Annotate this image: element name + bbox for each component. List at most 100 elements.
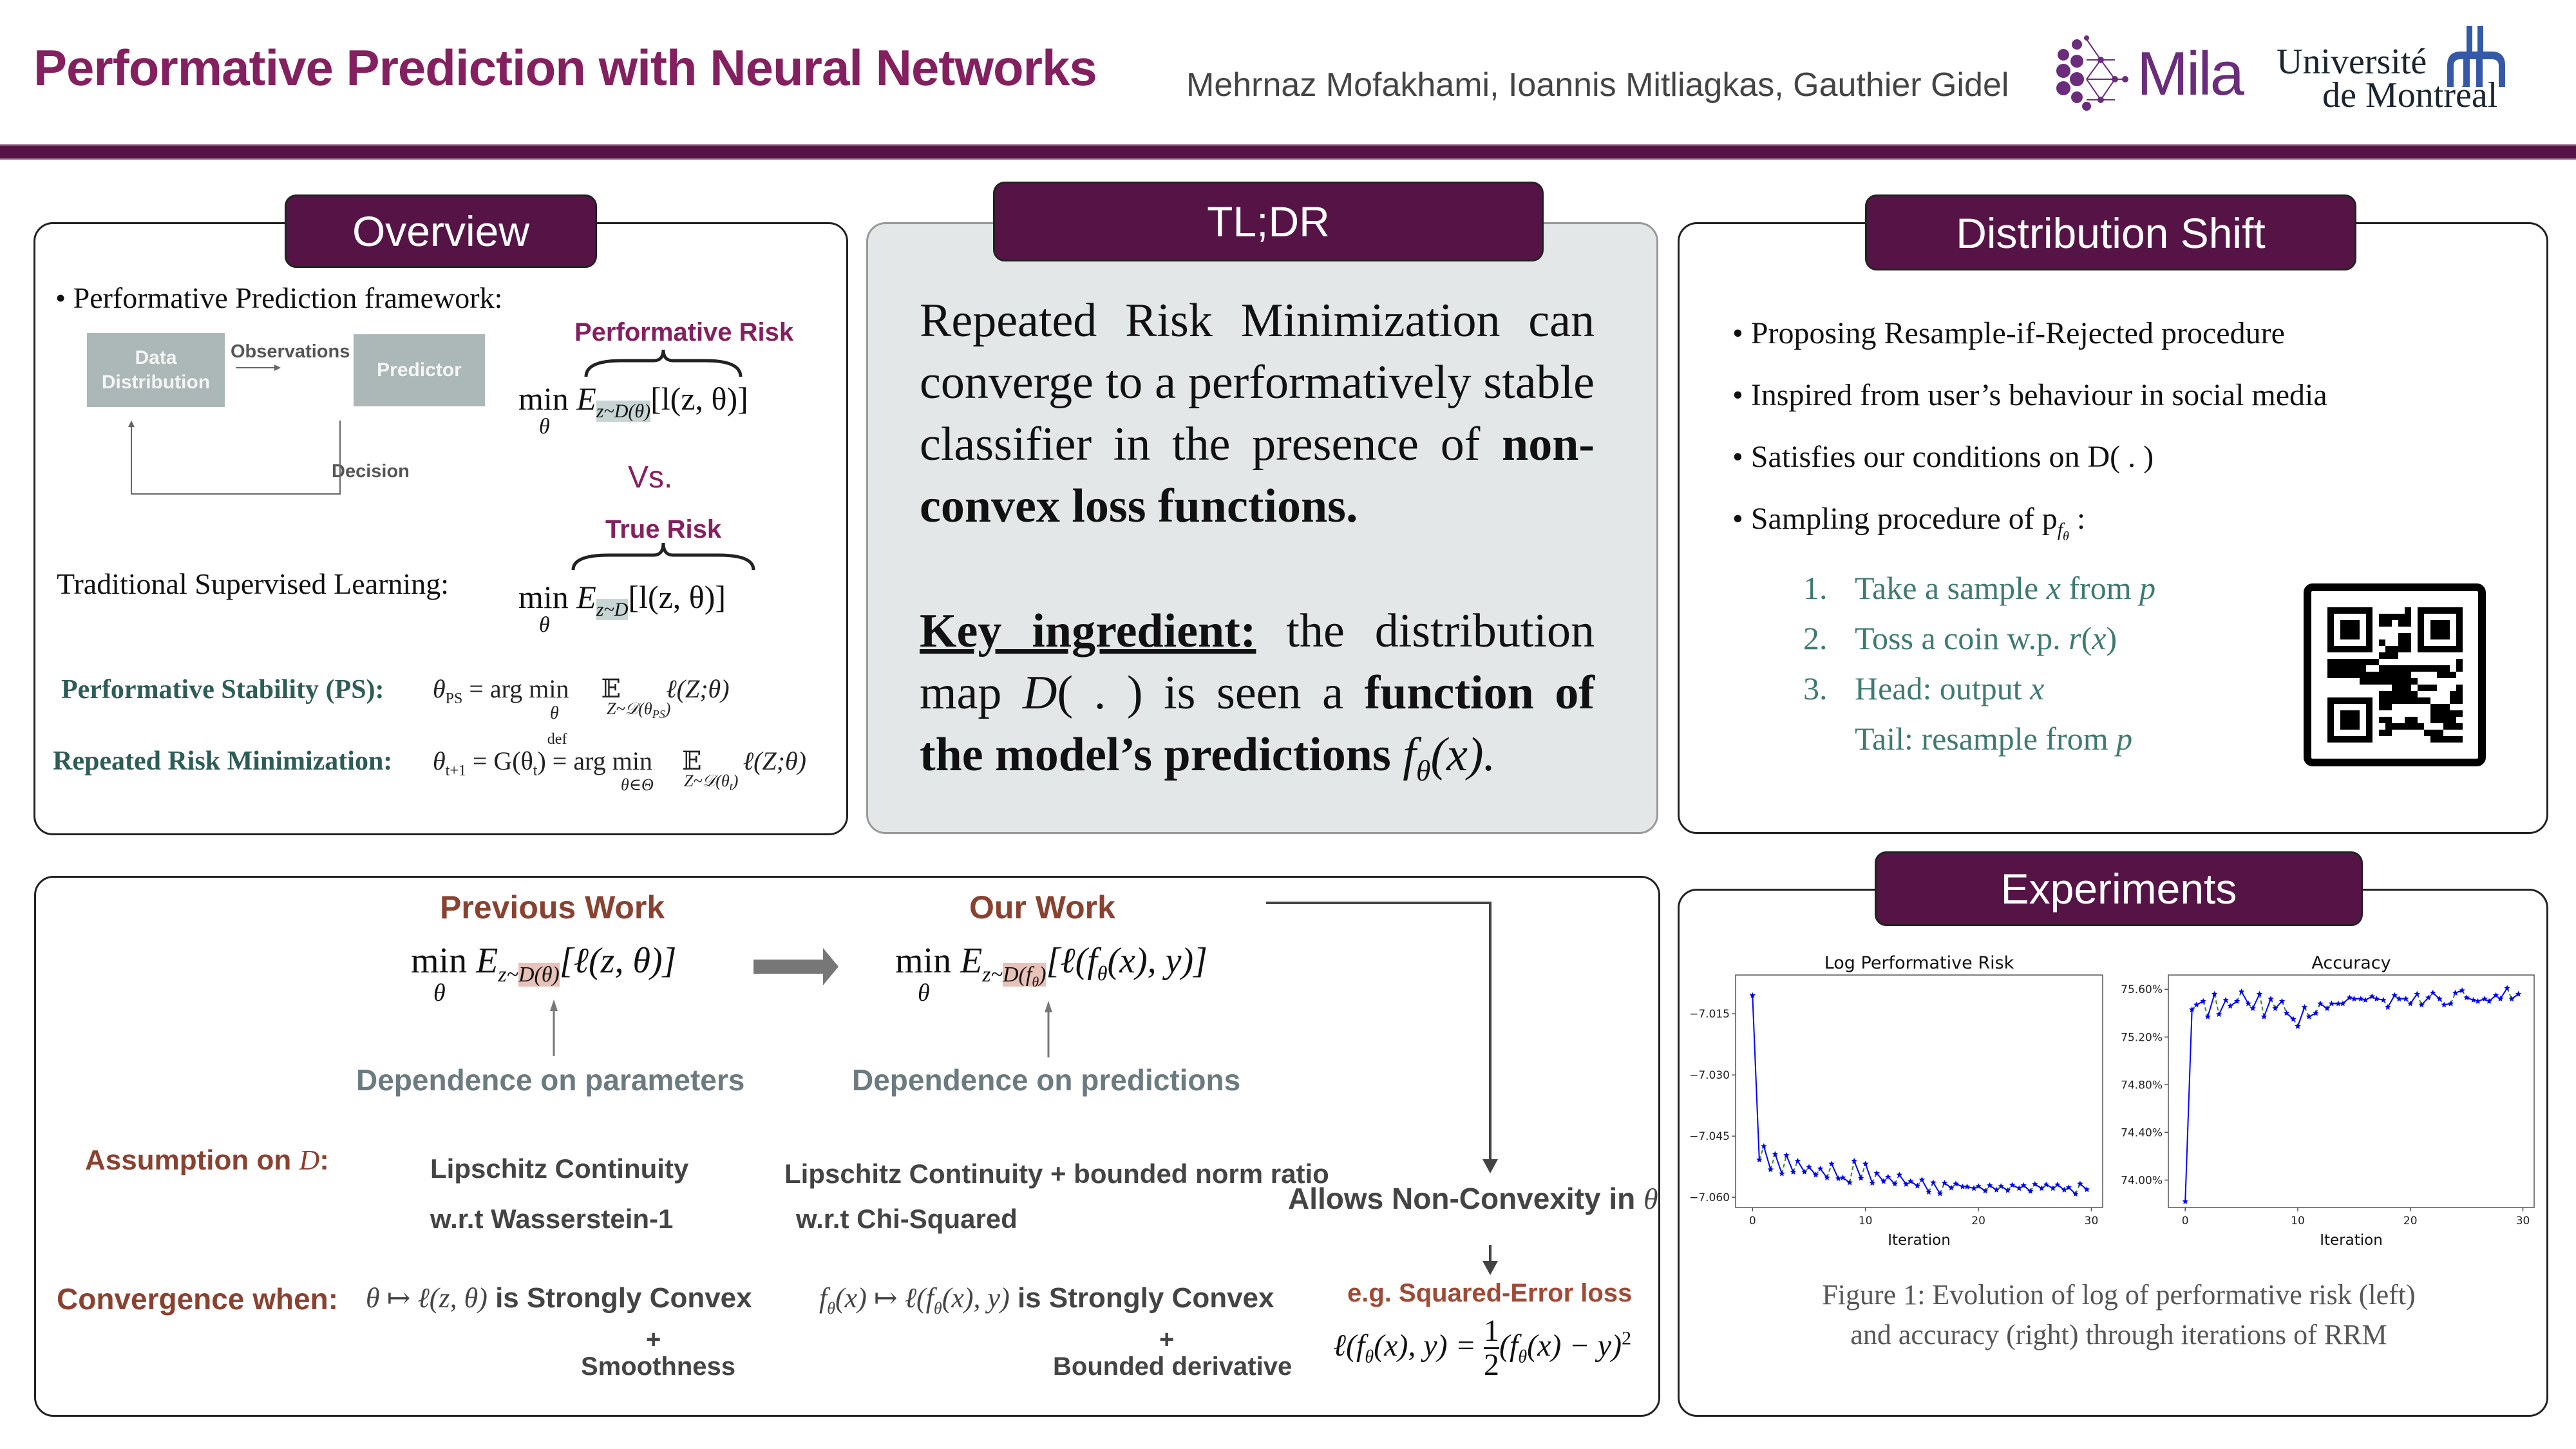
overview-panel [33, 222, 848, 835]
data-point-star [2222, 996, 2229, 1003]
y-tick-label: 75.60% [2121, 983, 2163, 996]
series-jump-segment [1860, 1163, 1866, 1179]
loss-num: 1 [1484, 1314, 1500, 1349]
data-point-star [2004, 1187, 2011, 1193]
our-plus: + [1159, 1325, 1175, 1354]
expectation: E [476, 941, 498, 981]
data-point-star [2211, 990, 2218, 997]
data-point-star [2362, 996, 2369, 1003]
x-tick-label: 0 [2182, 1215, 2189, 1227]
step-text: Toss a coin w.p. [1855, 620, 2069, 656]
data-point-star [1930, 1179, 1937, 1186]
data-point-star [2317, 1000, 2324, 1007]
formula-body: [ℓ(f [1046, 941, 1097, 981]
data-point-star [2054, 1181, 2061, 1188]
loss-lhs: ℓ(f [1333, 1328, 1365, 1363]
rrm-formula: θt+1 = G(θt) =def arg min 𝔼 ℓ(Z;θ) θ∈Θ Z… [433, 731, 806, 794]
squared-error-example: e.g. Squared-Error loss [1347, 1279, 1633, 1307]
data-point-star [2515, 990, 2522, 997]
mila-logo-icon [2054, 35, 2138, 116]
ds-bullet-4-text: Sampling procedure of p [1750, 502, 2058, 536]
distribution-shift-heading: Distribution Shift [1865, 194, 2356, 270]
our-assumption-line2: w.r.t Chi-Squared [796, 1204, 1018, 1234]
loss-lhs-sub: θ [1365, 1347, 1374, 1367]
rrm-defeq: = [552, 746, 567, 775]
series-segment [1785, 1155, 1794, 1173]
data-point-star [1903, 1180, 1909, 1187]
data-point-star [2414, 990, 2420, 997]
y-tick-label: −7.015 [1689, 1008, 1730, 1021]
performative-risk-brace-icon [584, 349, 743, 377]
loss-rhs: (f [1499, 1328, 1519, 1363]
series-segment [2263, 998, 2271, 1018]
observations-label: Observations [231, 341, 350, 362]
rrm-expectation: 𝔼 [681, 746, 702, 775]
data-point-star [1986, 1182, 1993, 1188]
big-arrow-head [823, 948, 838, 985]
tldr-panel [866, 222, 1658, 834]
y-tick-label: −7.045 [1689, 1130, 1730, 1143]
data-point-star [1835, 1175, 1842, 1182]
ps-loss: ℓ(Z;θ) [666, 674, 730, 703]
data-point-star [2027, 1188, 2034, 1194]
ds-bullet-1: • Proposing Resample-if-Rejected procedu… [1732, 316, 2285, 350]
data-point-star [2038, 1185, 2045, 1191]
data-point-star [1896, 1171, 1903, 1178]
series-segment [1853, 1160, 1862, 1179]
assumption-colon: : [319, 1144, 329, 1176]
prev-plus: + [646, 1325, 661, 1354]
series-segment [1774, 1153, 1783, 1174]
sampling-steps: 1.Take a sample x from p 2.Toss a coin w… [1803, 563, 2155, 764]
data-point-star [2385, 1004, 2391, 1010]
x-tick-label: 30 [2085, 1215, 2099, 1227]
box1-line1: Data [135, 346, 177, 368]
series-segment [1864, 1163, 1873, 1184]
data-point-star [2470, 996, 2477, 1003]
rrm-esub: Z~𝒟(θ [684, 772, 730, 790]
plot-frame [1735, 974, 2103, 1208]
data-point-star [2065, 1184, 2072, 1190]
our-dependence-label: Dependence on predictions [852, 1063, 1241, 1097]
expectation-subscript: z~D(θ) [596, 401, 651, 422]
loss-den: 2 [1484, 1348, 1500, 1382]
data-point-star [1959, 1183, 1966, 1189]
caption-line1: Figure 1: Evolution of log of performati… [1822, 1279, 2416, 1311]
data-point-star [2238, 988, 2245, 994]
min-var: θ [918, 980, 930, 1007]
formula-body: [ℓ(z, θ)] [559, 941, 677, 981]
series-jump-segment [1826, 1163, 1833, 1179]
data-point-star [2204, 1013, 2211, 1019]
decision-label: Decision [332, 461, 410, 482]
step-1: 1.Take a sample x from p [1803, 563, 2155, 613]
data-point-star [2441, 1001, 2447, 1008]
rrm-loss: ℓ(Z;θ) [743, 746, 806, 775]
min-var: θ [539, 415, 550, 439]
rrm-def: def [547, 731, 567, 748]
data-point-star [2272, 1005, 2278, 1011]
data-point-star [1767, 1166, 1774, 1173]
mila-logo-text: Mila [2137, 39, 2244, 108]
step-var2: p [2139, 570, 2156, 606]
key-theta: θ [1416, 753, 1431, 787]
traditional-learning-label: Traditional Supervised Learning: [57, 567, 449, 600]
prev-convergence: θ ↦ ℓ(z, θ) is Strongly Convex [366, 1282, 752, 1314]
data-point-star [1806, 1164, 1812, 1170]
qr-code[interactable] [2304, 583, 2486, 766]
data-point-star [1937, 1190, 1944, 1197]
step-var: p [2116, 721, 2133, 757]
data-point-star [2340, 1000, 2346, 1007]
series-segment [1831, 1163, 1839, 1179]
data-point-star [2351, 996, 2358, 1002]
data-point-star [2430, 989, 2436, 996]
series-segment [2218, 999, 2227, 1015]
key-ingredient-label: Key ingredient: [920, 605, 1256, 658]
series-jump-segment [1849, 1160, 1855, 1183]
ds-bullet-4: • Sampling procedure of pfθ : [1732, 502, 2086, 544]
data-point-star [2188, 1006, 2195, 1012]
series-jump-segment [2259, 994, 2265, 1017]
rrm-theta: θ [433, 746, 446, 775]
plot-frame [2168, 974, 2535, 1208]
key-f: f [1403, 728, 1416, 781]
ps-expectation: 𝔼 [601, 674, 621, 703]
